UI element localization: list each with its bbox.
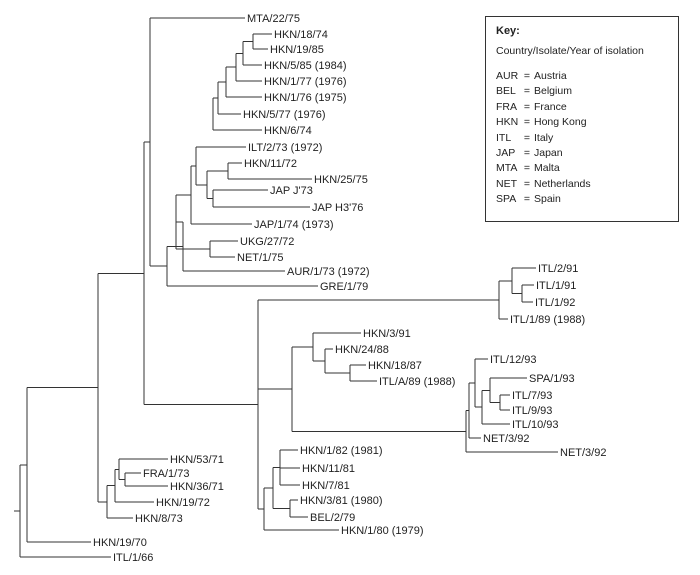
leaf-label: HKN/5/85 (1984)	[264, 60, 347, 72]
leaf-label: HKN/6/74	[264, 125, 312, 137]
key-entry: AUR=Austria	[496, 69, 668, 84]
leaf-label: HKN/3/91	[363, 328, 411, 340]
key-country: Italy	[534, 131, 554, 144]
key-code: AUR	[496, 70, 519, 82]
leaf-label: HKN/53/71	[170, 454, 224, 466]
leaf-label: HKN/11/81	[302, 463, 355, 475]
key-subtitle: Country/Isolate/Year of isolation	[496, 45, 644, 57]
leaf-label: HKN/18/87	[368, 360, 422, 372]
leaf-label: HKN/19/85	[270, 44, 324, 56]
leaf-label: HKN/5/77 (1976)	[243, 109, 326, 121]
leaf-label: HKN/11/72	[244, 158, 297, 170]
leaf-label: ITL/2/91	[538, 263, 578, 275]
leaf-label: HKN/8/73	[135, 513, 183, 525]
leaf-label: HKN/1/82 (1981)	[300, 445, 383, 457]
leaf-label: JAP J'73	[270, 185, 313, 197]
leaf-label: HKN/7/81	[302, 480, 350, 492]
key-country: Austria	[534, 70, 567, 82]
key-entry: HKN=Hong Kong	[496, 115, 668, 130]
key-entry: FRA=France	[496, 100, 668, 115]
key-entry: SPA=Spain	[496, 192, 668, 207]
leaf-label: HKN/3/81 (1980)	[300, 495, 383, 507]
leaf-label: ITL/1/92	[535, 297, 575, 309]
leaf-label: GRE/1/79	[320, 281, 368, 293]
key-code: ITL	[496, 131, 512, 144]
leaf-label: HKN/19/70	[93, 537, 147, 549]
leaf-label: AUR/1/73 (1972)	[287, 266, 370, 278]
key-country: Spain	[534, 193, 561, 206]
key-code: NET	[496, 177, 517, 190]
leaf-label: HKN/24/88	[335, 344, 389, 356]
leaf-label: SPA/1/93	[529, 373, 575, 385]
leaf-label: ITL/1/66	[113, 552, 153, 564]
key-entry: NET=Netherlands	[496, 177, 668, 192]
leaf-label: NET/3/92	[560, 447, 606, 459]
key-country: France	[534, 100, 567, 113]
leaf-label: HKN/25/75	[314, 174, 368, 186]
key-entry: BEL=Belgium	[496, 84, 668, 99]
leaf-label: ITL/12/93	[490, 354, 536, 366]
leaf-label: JAP H3'76	[312, 202, 363, 214]
leaf-label: ITL/9/93	[512, 405, 552, 417]
key-code: HKN	[496, 116, 519, 129]
key-code: BEL	[496, 85, 516, 98]
leaf-label: FRA/1/73	[143, 468, 189, 480]
key-entry: MTA=Malta	[496, 161, 668, 176]
leaf-label: HKN/1/77 (1976)	[264, 76, 347, 88]
leaf-label: ILT/2/73 (1972)	[248, 142, 322, 154]
leaf-label: ITL/7/93	[512, 390, 552, 402]
leaf-label: MTA/22/75	[247, 13, 300, 25]
key-code: MTA	[496, 162, 518, 175]
key-title: Key:	[496, 25, 520, 37]
leaf-label: HKN/18/74	[274, 29, 328, 41]
leaf-label: HKN/1/80 (1979)	[341, 525, 424, 537]
leaf-label: UKG/27/72	[240, 236, 294, 248]
leaf-label: ITL/A/89 (1988)	[379, 376, 455, 388]
key-box: Key: Country/Isolate/Year of isolation A…	[485, 16, 679, 222]
key-entry: ITL=Italy	[496, 131, 668, 146]
key-code: JAP	[496, 147, 516, 160]
key-code: SPA	[496, 193, 517, 206]
leaf-label: HKN/1/76 (1975)	[264, 92, 347, 104]
key-entry: JAP=Japan	[496, 146, 668, 161]
leaf-label: ITL/1/91	[536, 280, 576, 292]
key-country: Japan	[534, 147, 563, 160]
leaf-label: JAP/1/74 (1973)	[254, 219, 334, 231]
key-code: FRA	[496, 100, 517, 113]
leaf-label: NET/3/92	[483, 433, 529, 445]
leaf-label: HKN/36/71	[170, 481, 224, 493]
key-country: Hong Kong	[534, 116, 587, 129]
leaf-label: HKN/19/72	[156, 497, 210, 509]
key-country: Belgium	[534, 85, 572, 98]
key-country: Malta	[534, 162, 560, 175]
leaf-label: NET/1/75	[237, 252, 283, 264]
leaf-label: ITL/10/93	[512, 419, 558, 431]
leaf-label: ITL/1/89 (1988)	[510, 314, 585, 326]
key-country: Netherlands	[534, 177, 591, 190]
leaf-label: BEL/2/79	[310, 512, 355, 524]
